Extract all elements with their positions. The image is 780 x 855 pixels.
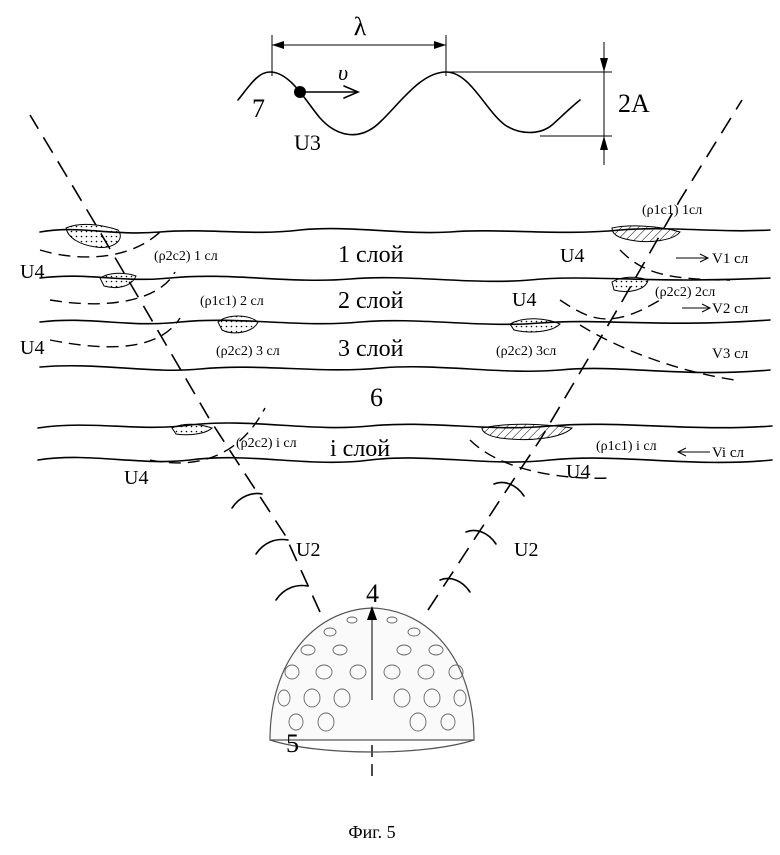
label-p1c1-2: (ρ1c1) 2 сл <box>200 294 264 309</box>
boundary-line-4 <box>40 366 770 373</box>
inclusion-dotted-layer3-left <box>218 316 258 333</box>
inclusion-dotted-layer-i-left <box>172 424 212 435</box>
u4-label-right-top: U4 <box>560 245 584 267</box>
label-p1c1-i: (ρ1c1) i сл <box>596 439 657 454</box>
label-p2c2-i: (ρ2c2) i сл <box>236 436 297 451</box>
boundary-line-5 <box>38 423 772 428</box>
u2-arc-left-3 <box>276 586 308 600</box>
u3-wave-label: U3 <box>294 130 321 155</box>
u2-arc-right-1 <box>494 483 524 497</box>
label-p2c2-1: (ρ2c2) 1 сл <box>154 249 218 264</box>
layer-boundaries <box>38 229 772 463</box>
v3-label: V3 сл <box>712 346 749 362</box>
label-p2c2-3-right: (ρ2c2) 3сл <box>496 344 556 359</box>
layer-labels: 1 слой 2 слой 3 слой 6 i слой <box>330 242 404 462</box>
lambda-label: λ <box>354 12 367 41</box>
v1-label: V1 сл <box>712 251 749 267</box>
layer-2-label: 2 слой <box>338 288 404 314</box>
u4-label-left-bottom: U4 <box>124 467 148 489</box>
u2-label-right: U2 <box>514 539 538 561</box>
surface-wave-line <box>238 72 580 135</box>
hemisphere-emitter: 4 5 <box>270 579 474 758</box>
inclusion-hatched-layer-i-right <box>482 424 572 439</box>
v2-label: V2 сл <box>712 301 749 317</box>
u4-label-right-bottom: U4 <box>566 461 590 483</box>
u2-waves: U2 U2 <box>232 483 538 601</box>
u2-label-left: U2 <box>296 539 320 561</box>
surface-number-label: 7 <box>252 94 265 123</box>
lambda-arrow-right <box>434 41 446 49</box>
inclusion-dotted-layer2-right <box>612 277 648 291</box>
surface-wave-diagram: λ 2A υ 7 U3 <box>238 12 650 165</box>
velocity-labels: V1 сл V2 сл V3 сл Vi сл <box>676 251 749 461</box>
u2-arc-left-2 <box>256 540 288 554</box>
label-p1c1-1: (ρ1c1) 1сл <box>642 203 702 218</box>
layer-i-label: i слой <box>330 436 390 462</box>
u2-arc-right-2 <box>466 531 496 545</box>
u4-arc-layer2-right <box>560 300 660 319</box>
lambda-arrow-left <box>272 41 284 49</box>
u4-label-left-top: U4 <box>20 261 44 283</box>
beam-right <box>428 100 742 610</box>
u4-label-right-mid: U4 <box>512 289 536 311</box>
amplitude-arrow-top <box>600 58 608 72</box>
array-number-label: 4 <box>366 579 379 608</box>
inclusion-dotted-layer3-right <box>510 319 560 332</box>
figure-caption: Фиг. 5 <box>348 822 395 842</box>
u4-label-left-mid: U4 <box>20 337 44 359</box>
u2-arc-left-1 <box>232 494 262 508</box>
boundary-line-3 <box>40 320 770 324</box>
vi-label: Vi сл <box>712 445 745 461</box>
layer-3-label: 3 слой <box>338 336 404 362</box>
medium-number-label: 6 <box>370 383 383 412</box>
amplitude-label: 2A <box>618 89 650 118</box>
label-p2c2-3-left: (ρ2c2) 3 сл <box>216 344 280 359</box>
label-p2c2-2: (ρ2c2) 2сл <box>655 285 715 300</box>
beam-left <box>30 115 320 612</box>
dome-number-label: 5 <box>286 729 299 758</box>
inclusion-dotted-layer1-left <box>66 224 120 247</box>
velocity-label: υ <box>338 60 348 85</box>
boundary-line-2 <box>40 276 770 281</box>
amplitude-arrow-bottom <box>600 136 608 150</box>
layer-1-label: 1 слой <box>338 242 404 268</box>
boundary-line-6 <box>38 457 772 462</box>
